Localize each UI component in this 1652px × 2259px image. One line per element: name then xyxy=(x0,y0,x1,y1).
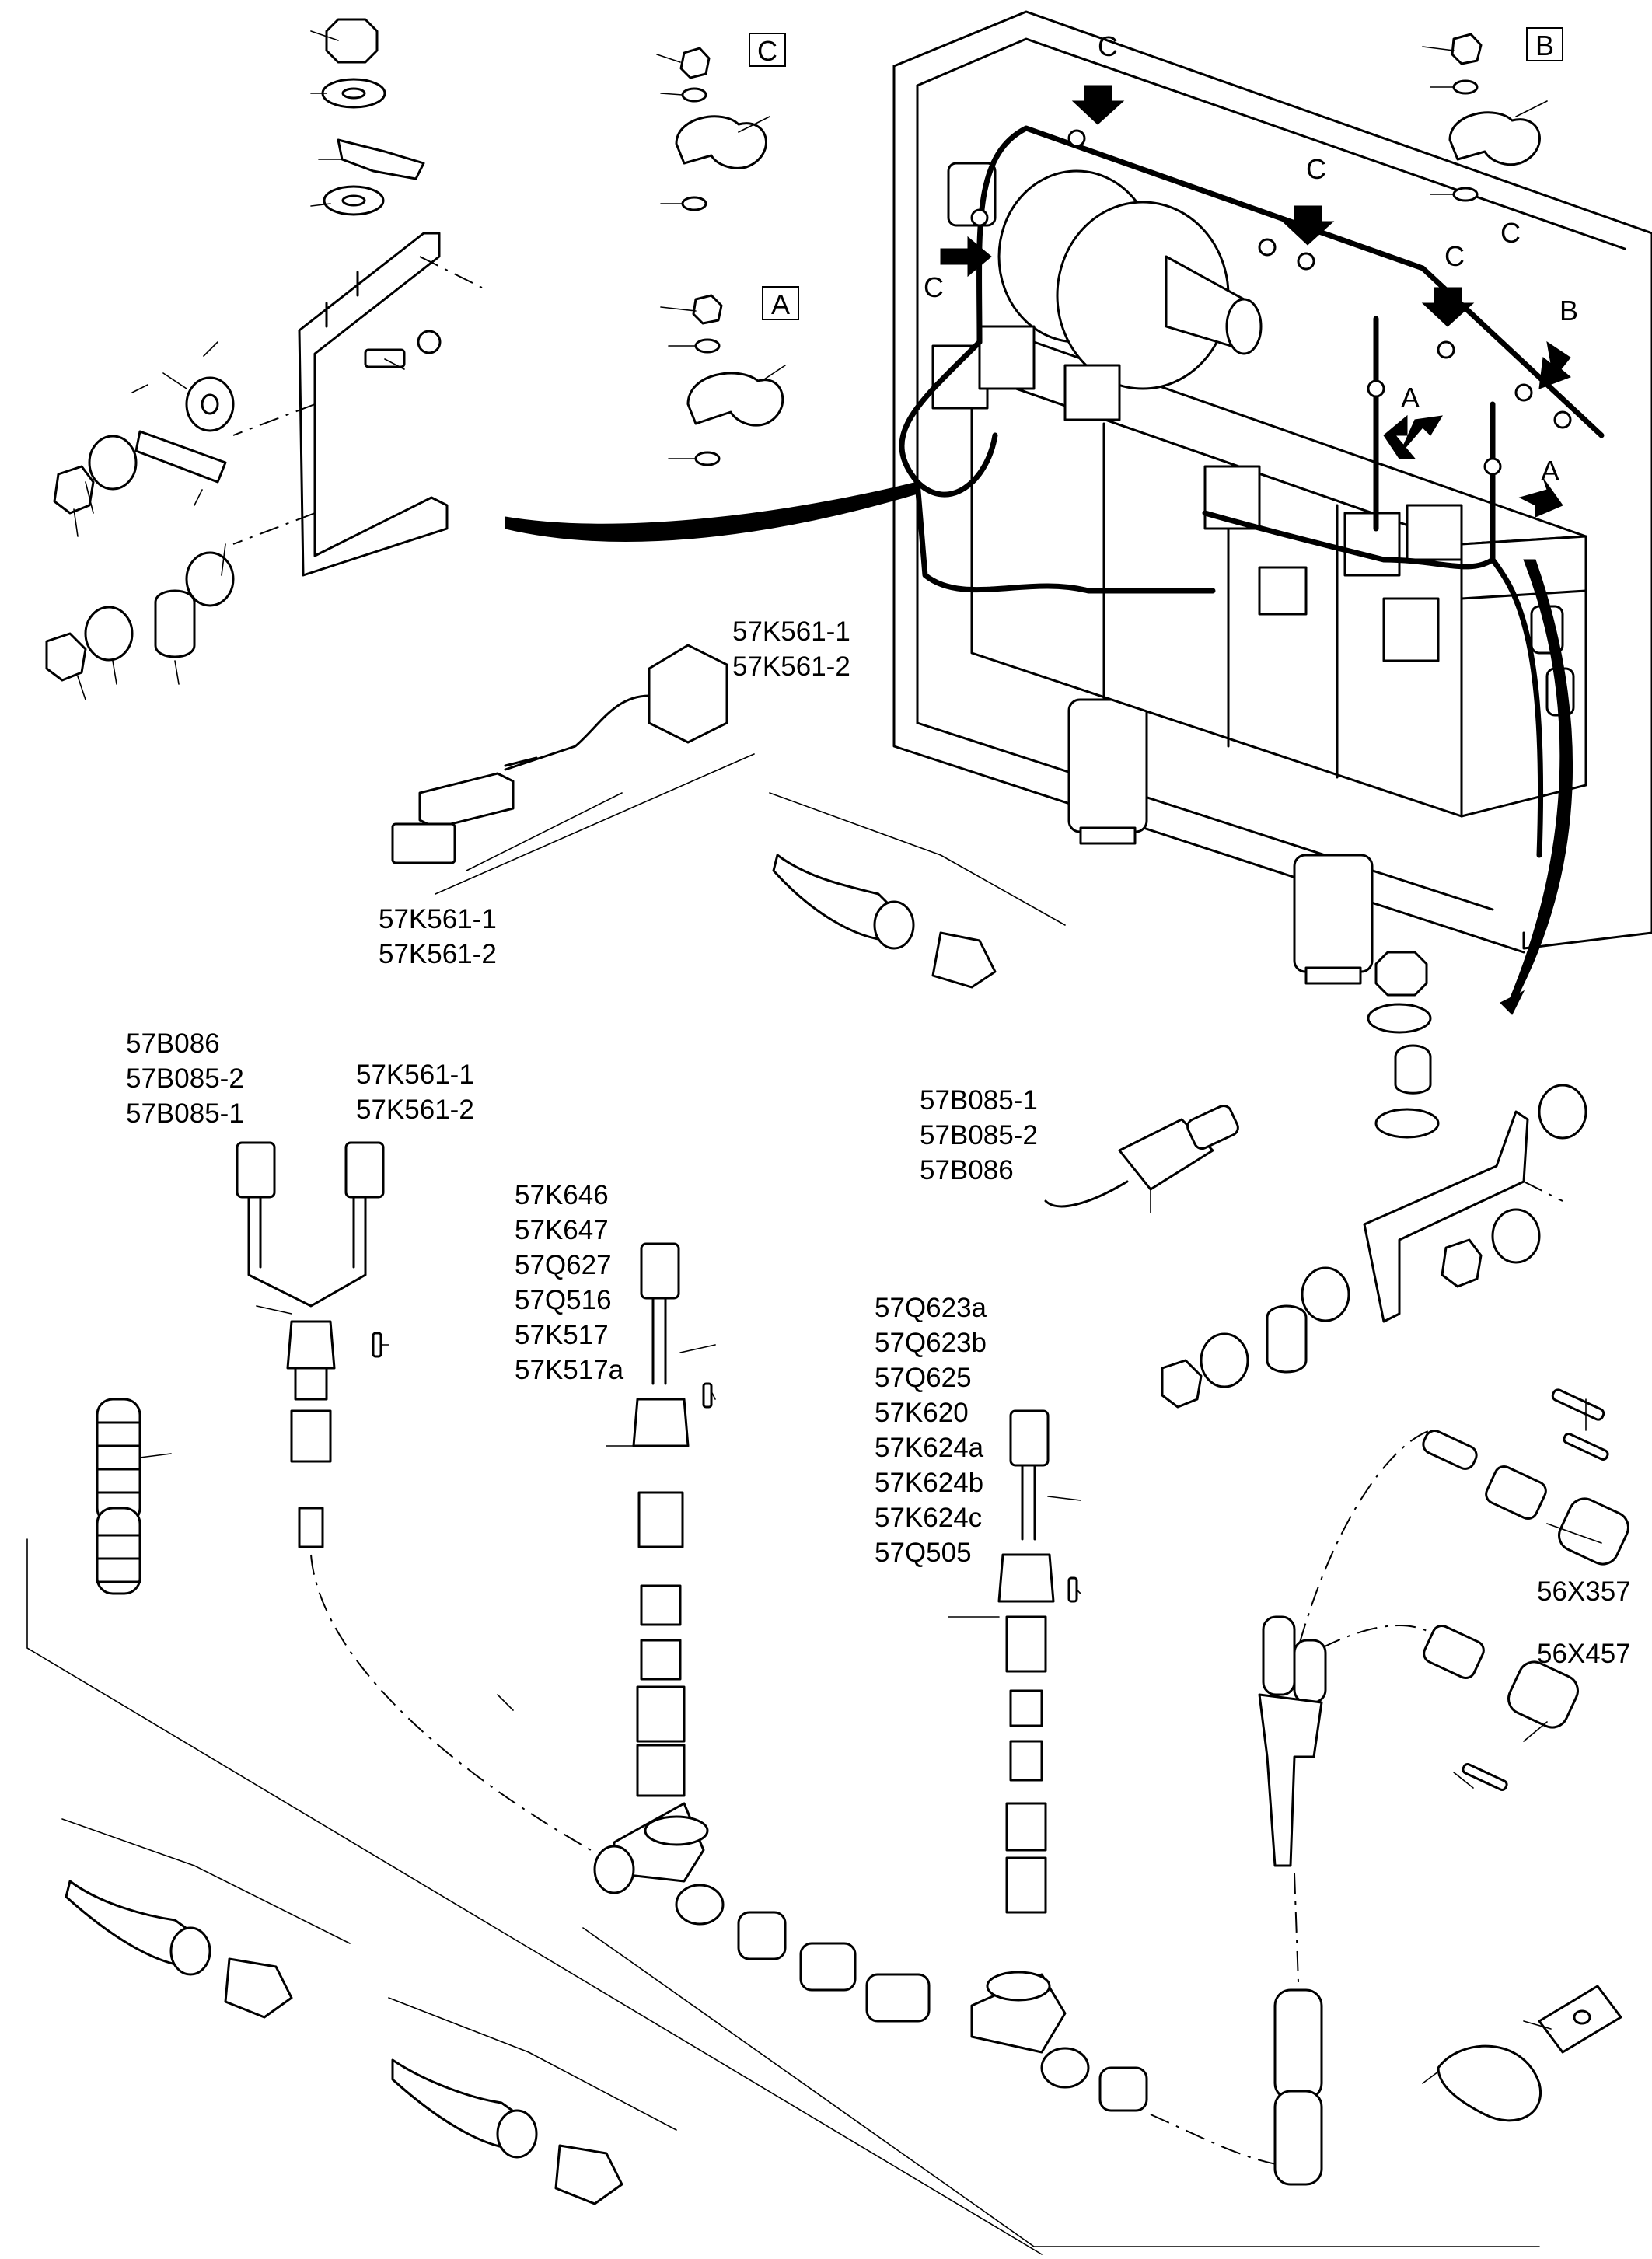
clip-detail-c xyxy=(675,47,767,211)
part-number: 57Q505 xyxy=(875,1538,972,1568)
label-socket-56x457: 56X457 xyxy=(1537,1636,1631,1671)
label-group-right-solenoids: 57Q623a 57Q623b 57Q625 57K620 57K624a 57… xyxy=(875,1290,987,1570)
view-marker-c-3: C xyxy=(1444,240,1465,272)
harness-center xyxy=(632,1242,713,1797)
part-number: 57K517a xyxy=(515,1355,624,1385)
part-number: 57B085-2 xyxy=(920,1120,1038,1150)
part-number: 57Q623b xyxy=(875,1328,987,1358)
part-number: 56X357 xyxy=(1537,1576,1631,1607)
part-number: 57K517 xyxy=(515,1320,609,1350)
part-number: 57K624b xyxy=(875,1468,984,1498)
pressure-sensor-right xyxy=(1044,1104,1239,1213)
view-marker-b: B xyxy=(1559,295,1579,326)
part-number: 57K561-1 xyxy=(379,904,497,934)
part-number: 57B086 xyxy=(126,1028,220,1059)
harness-right xyxy=(997,1409,1078,1914)
valve-manifold-block xyxy=(970,340,1587,818)
part-number: 57Q516 xyxy=(515,1285,612,1315)
label-socket-56x357: 56X357 xyxy=(1537,1574,1631,1609)
label-group-top-left-cable: 57K561-1 57K561-2 xyxy=(379,902,497,972)
label-group-left-solenoid-pair: 57K561-1 57K561-2 xyxy=(356,1057,474,1127)
label-group-center-solenoids: 57K646 57K647 57Q627 57Q516 57K517 57K51… xyxy=(515,1178,623,1388)
part-number: 57B085-1 xyxy=(126,1098,244,1129)
clip-detail-b xyxy=(1448,33,1541,202)
wiring-harness xyxy=(899,125,1605,858)
conduit-y-piece-right xyxy=(1258,1615,1327,2186)
detail-box-c: C xyxy=(749,33,786,67)
view-marker-a-2: A xyxy=(1541,455,1560,487)
view-marker-c-1: C xyxy=(1098,30,1118,62)
part-number: 57K561-2 xyxy=(356,1095,474,1125)
y-harness-left xyxy=(236,1141,385,1548)
accumulators xyxy=(947,162,1263,390)
conduit-tee-run xyxy=(310,1554,1322,2170)
part-number: 57Q623a xyxy=(875,1293,987,1323)
part-number: 57Q627 xyxy=(515,1250,612,1280)
boot-and-plug-top xyxy=(769,792,1066,989)
view-marker-a-1: A xyxy=(1401,382,1420,414)
part-number: 57B085-1 xyxy=(920,1085,1038,1116)
view-marker-c-4: C xyxy=(924,271,944,303)
view-direction-arrows xyxy=(940,85,1571,518)
part-number: 57B085-2 xyxy=(126,1063,244,1094)
solenoid-cable-top xyxy=(391,644,755,895)
socket-56x357 xyxy=(1274,1388,1629,1758)
boot-and-plug-lower-middle xyxy=(388,1997,677,2205)
part-number: 57K624a xyxy=(875,1433,984,1463)
part-number: 57K620 xyxy=(875,1398,969,1428)
part-number: 57K646 xyxy=(515,1180,609,1210)
part-number: 57K624c xyxy=(875,1503,983,1533)
detail-box-a: A xyxy=(762,286,799,320)
frame-lines xyxy=(26,1538,1540,2255)
detail-box-b: B xyxy=(1526,27,1563,61)
view-marker-c-2: C xyxy=(1306,153,1326,185)
part-number: 57K561-1 xyxy=(732,616,850,647)
label-group-top-center-connector: 57K561-1 57K561-2 xyxy=(732,614,850,684)
socket-56x457 xyxy=(1321,1624,1579,1791)
part-number: 57K561-2 xyxy=(379,939,497,969)
part-number: 56X457 xyxy=(1537,1639,1631,1669)
assembly-flow-arrows xyxy=(505,481,1573,1015)
part-number: 57Q625 xyxy=(875,1363,972,1393)
boot-and-plug-lower-left xyxy=(61,1818,351,2019)
hydraulic-filters xyxy=(1067,698,1374,985)
solenoid-cubes xyxy=(931,325,1463,662)
part-number: 57K647 xyxy=(515,1215,609,1245)
view-marker-c-5: C xyxy=(1500,217,1521,249)
cable-tie-and-tag xyxy=(1437,1985,1622,2122)
bracket-assembly-left xyxy=(45,18,483,682)
clip-detail-a xyxy=(686,294,784,466)
leader-lines xyxy=(73,30,1602,2084)
part-number: 57K561-1 xyxy=(356,1060,474,1090)
part-number: 57K561-2 xyxy=(732,651,850,682)
label-group-right-sensors: 57B085-1 57B085-2 57B086 xyxy=(920,1083,1038,1188)
part-number: 57B086 xyxy=(920,1155,1014,1185)
bracket-assembly-right xyxy=(1161,951,1587,1409)
label-group-left-pressure-sensors: 57B086 57B085-2 57B085-1 xyxy=(126,1026,244,1131)
conduit-springs-left xyxy=(96,1398,141,1595)
